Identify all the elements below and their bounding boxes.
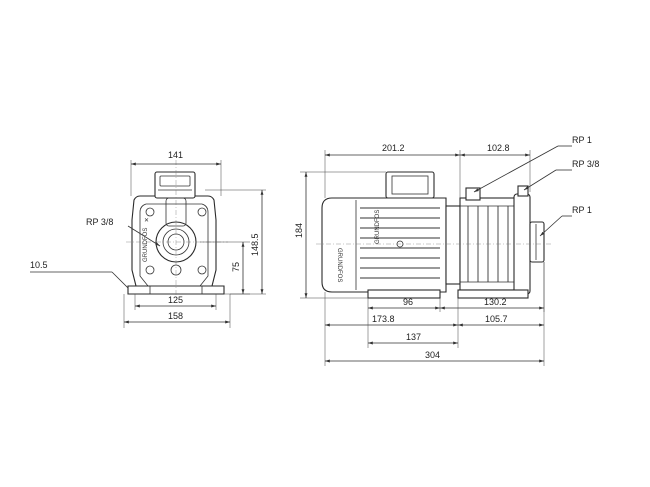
front-brand-logo: GRUNDFOS xyxy=(143,228,149,262)
dim-front-foot-thickness: 10.5 xyxy=(30,260,129,289)
side-pump-stack xyxy=(459,185,545,295)
front-brand-x-icon: ✕ xyxy=(144,218,149,224)
dim-front-foot-holes: 125 xyxy=(134,294,217,310)
dim-front-foot-width: 158 xyxy=(123,294,231,328)
label-front-foot-width: 158 xyxy=(168,311,183,321)
side-brand-logo-fan: GRUNDFOS xyxy=(375,210,381,244)
leader-side-drain: RP 3/8 xyxy=(523,159,599,191)
leader-front-port: RP 3/8 xyxy=(86,217,161,247)
dim-side-pump-length: 102.8 xyxy=(460,143,531,192)
dim-side-height: 184 xyxy=(294,171,386,299)
front-view: GRUNDFOS ✕ 141 RP 3/8 10.5 125 xyxy=(30,150,266,328)
label-front-foot-thickness: 10.5 xyxy=(30,260,48,270)
label-side-total-length: 304 xyxy=(425,350,440,360)
label-side-pump-offset: 105.7 xyxy=(485,314,508,324)
label-front-foot-holes: 125 xyxy=(168,295,183,305)
label-front-total-height: 148.5 xyxy=(250,233,260,256)
front-pump-body xyxy=(126,160,228,300)
label-side-foot-to-base: 96 xyxy=(403,297,413,307)
dim-side-foot-length: 137 xyxy=(367,312,459,348)
label-side-pump-to-foot: 130.2 xyxy=(484,297,507,307)
dim-front-total-height: 148.5 xyxy=(205,189,266,295)
leader-side-outlet: RP 1 xyxy=(473,135,592,193)
label-side-drain: RP 3/8 xyxy=(572,159,599,169)
side-base-foot xyxy=(367,289,529,299)
label-side-motor-length: 201.2 xyxy=(382,143,405,153)
dim-side-pump-offset: 105.7 xyxy=(458,262,545,366)
label-side-height: 184 xyxy=(294,223,304,238)
label-side-foot-length: 137 xyxy=(406,332,421,342)
label-side-outlet: RP 1 xyxy=(572,135,592,145)
side-brand-logo-motor: GRUNDFOS xyxy=(336,248,342,282)
label-side-inlet: RP 1 xyxy=(572,205,592,215)
label-side-motor-offset: 173.8 xyxy=(372,314,395,324)
dim-side-motor-length: 201.2 xyxy=(324,143,461,198)
dim-side-foot-to-base: 96 xyxy=(367,297,441,312)
label-front-width-top: 141 xyxy=(168,150,183,160)
side-view: GRUNDFOS GRUNDFOS xyxy=(294,135,599,366)
dim-side-total-length: 304 xyxy=(325,350,544,363)
label-front-shaft-height: 75 xyxy=(231,262,241,272)
label-side-pump-length: 102.8 xyxy=(487,143,510,153)
label-front-port: RP 3/8 xyxy=(86,217,113,227)
leader-side-inlet: RP 1 xyxy=(539,205,592,237)
